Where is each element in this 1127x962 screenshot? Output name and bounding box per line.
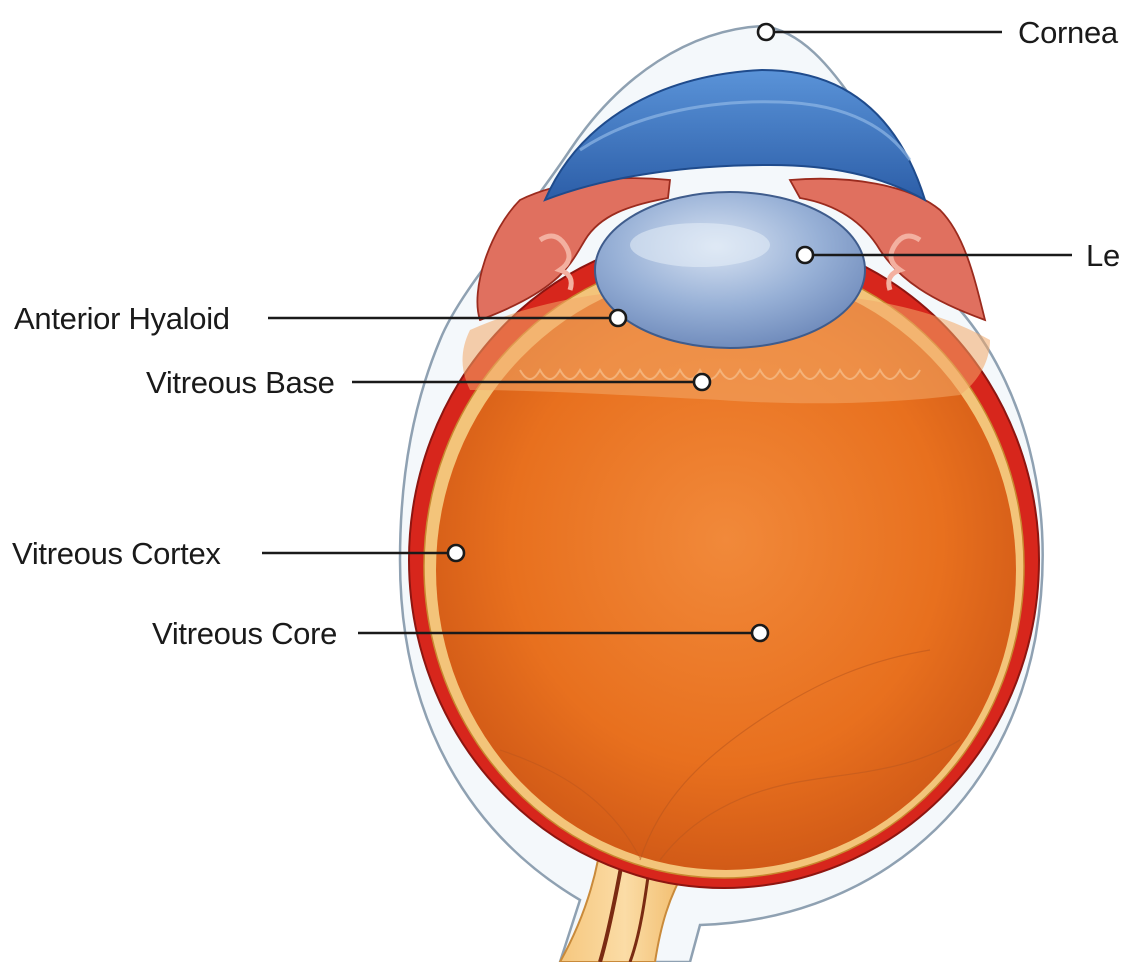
lens-label: Le (1086, 238, 1120, 273)
lens-shape (595, 192, 865, 348)
vitreous-core-label: Vitreous Core (152, 616, 337, 651)
anterior-hyaloid-label: Anterior Hyaloid (14, 301, 230, 336)
vitreous-base-label: Vitreous Base (146, 365, 335, 400)
vitreous-base-marker (694, 374, 710, 390)
vitreous-cortex-label: Vitreous Cortex (12, 536, 221, 571)
lens-marker (797, 247, 813, 263)
anterior-hyaloid-marker (610, 310, 626, 326)
cornea-label: Cornea (1018, 15, 1119, 50)
cornea-marker (758, 24, 774, 40)
vitreous-core-marker (752, 625, 768, 641)
lens-highlight (630, 223, 770, 267)
vitreous-cortex-marker (448, 545, 464, 561)
